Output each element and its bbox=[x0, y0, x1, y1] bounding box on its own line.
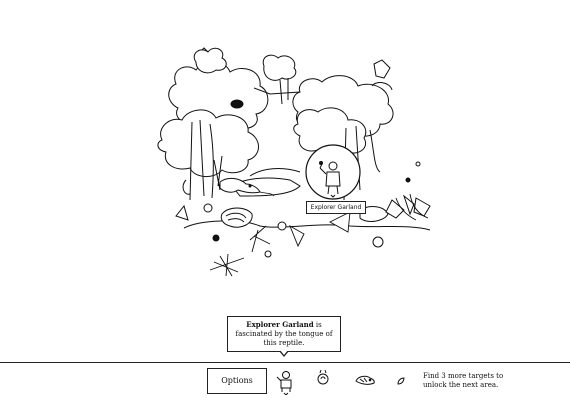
hud-divider bbox=[0, 362, 570, 363]
reptile[interactable] bbox=[219, 177, 275, 197]
explorer-garland-icon[interactable] bbox=[276, 369, 296, 395]
tooltip-description: is fascinated by the tongue of this rept… bbox=[235, 321, 333, 347]
right-tree[interactable] bbox=[292, 59, 394, 201]
lizard-icon[interactable] bbox=[354, 373, 376, 387]
jungle-floor[interactable] bbox=[175, 168, 431, 231]
snail-icon[interactable] bbox=[316, 369, 330, 387]
ferns bbox=[209, 193, 429, 277]
hint-tooltip: Explorer Garland is fascinated by the to… bbox=[227, 316, 341, 352]
character-name-tag: Explorer Garland bbox=[306, 201, 366, 214]
tooltip-pointer bbox=[279, 350, 289, 357]
tooltip-character-name: Explorer Garland bbox=[246, 320, 314, 329]
progress-hint: Find 3 more targets to unlock the next a… bbox=[423, 372, 504, 389]
hidden-creatures[interactable] bbox=[203, 161, 421, 258]
options-button[interactable]: Options bbox=[207, 368, 267, 394]
leaf-icon[interactable] bbox=[396, 376, 406, 386]
explorer-garland-highlight[interactable] bbox=[305, 144, 361, 200]
top-small-trees bbox=[193, 47, 301, 105]
